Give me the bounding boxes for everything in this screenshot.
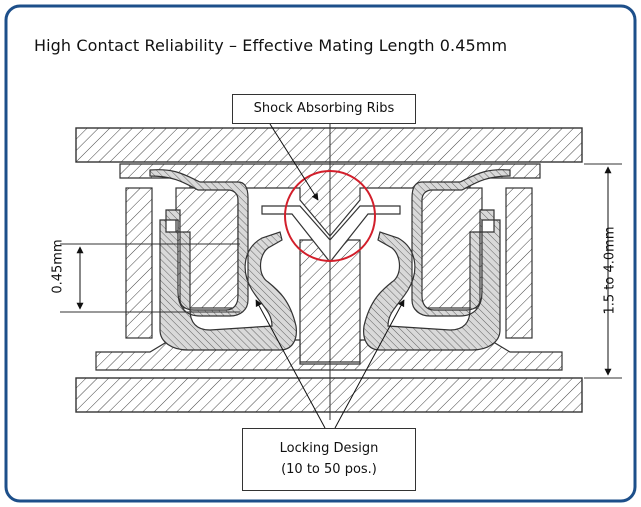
right-housing-outer	[505, 187, 533, 339]
top-board	[75, 127, 583, 163]
mating-length-label: 0.45mm	[50, 239, 66, 294]
outer-frame	[4, 4, 637, 503]
right-contact	[363, 169, 511, 351]
stack-height-label: 1.5 to 4.0mm	[602, 226, 618, 315]
left-housing-outer	[125, 187, 153, 339]
ribs-highlight-circle	[284, 170, 376, 262]
center-fork	[261, 205, 401, 263]
figure-title: High Contact Reliability – Effective Mat…	[34, 36, 508, 55]
left-contact	[149, 169, 297, 351]
ribs-callout: Shock Absorbing Ribs	[232, 94, 416, 124]
locking-callout-line2: (10 to 50 pos.)	[281, 462, 377, 477]
locking-callout: Locking Design (10 to 50 pos.)	[242, 428, 416, 491]
locking-leader-left	[255, 299, 326, 429]
bottom-board	[75, 377, 583, 413]
locking-callout-line1: Locking Design	[279, 441, 379, 456]
locking-leader-right	[334, 299, 405, 429]
ribs-leader	[269, 123, 319, 201]
